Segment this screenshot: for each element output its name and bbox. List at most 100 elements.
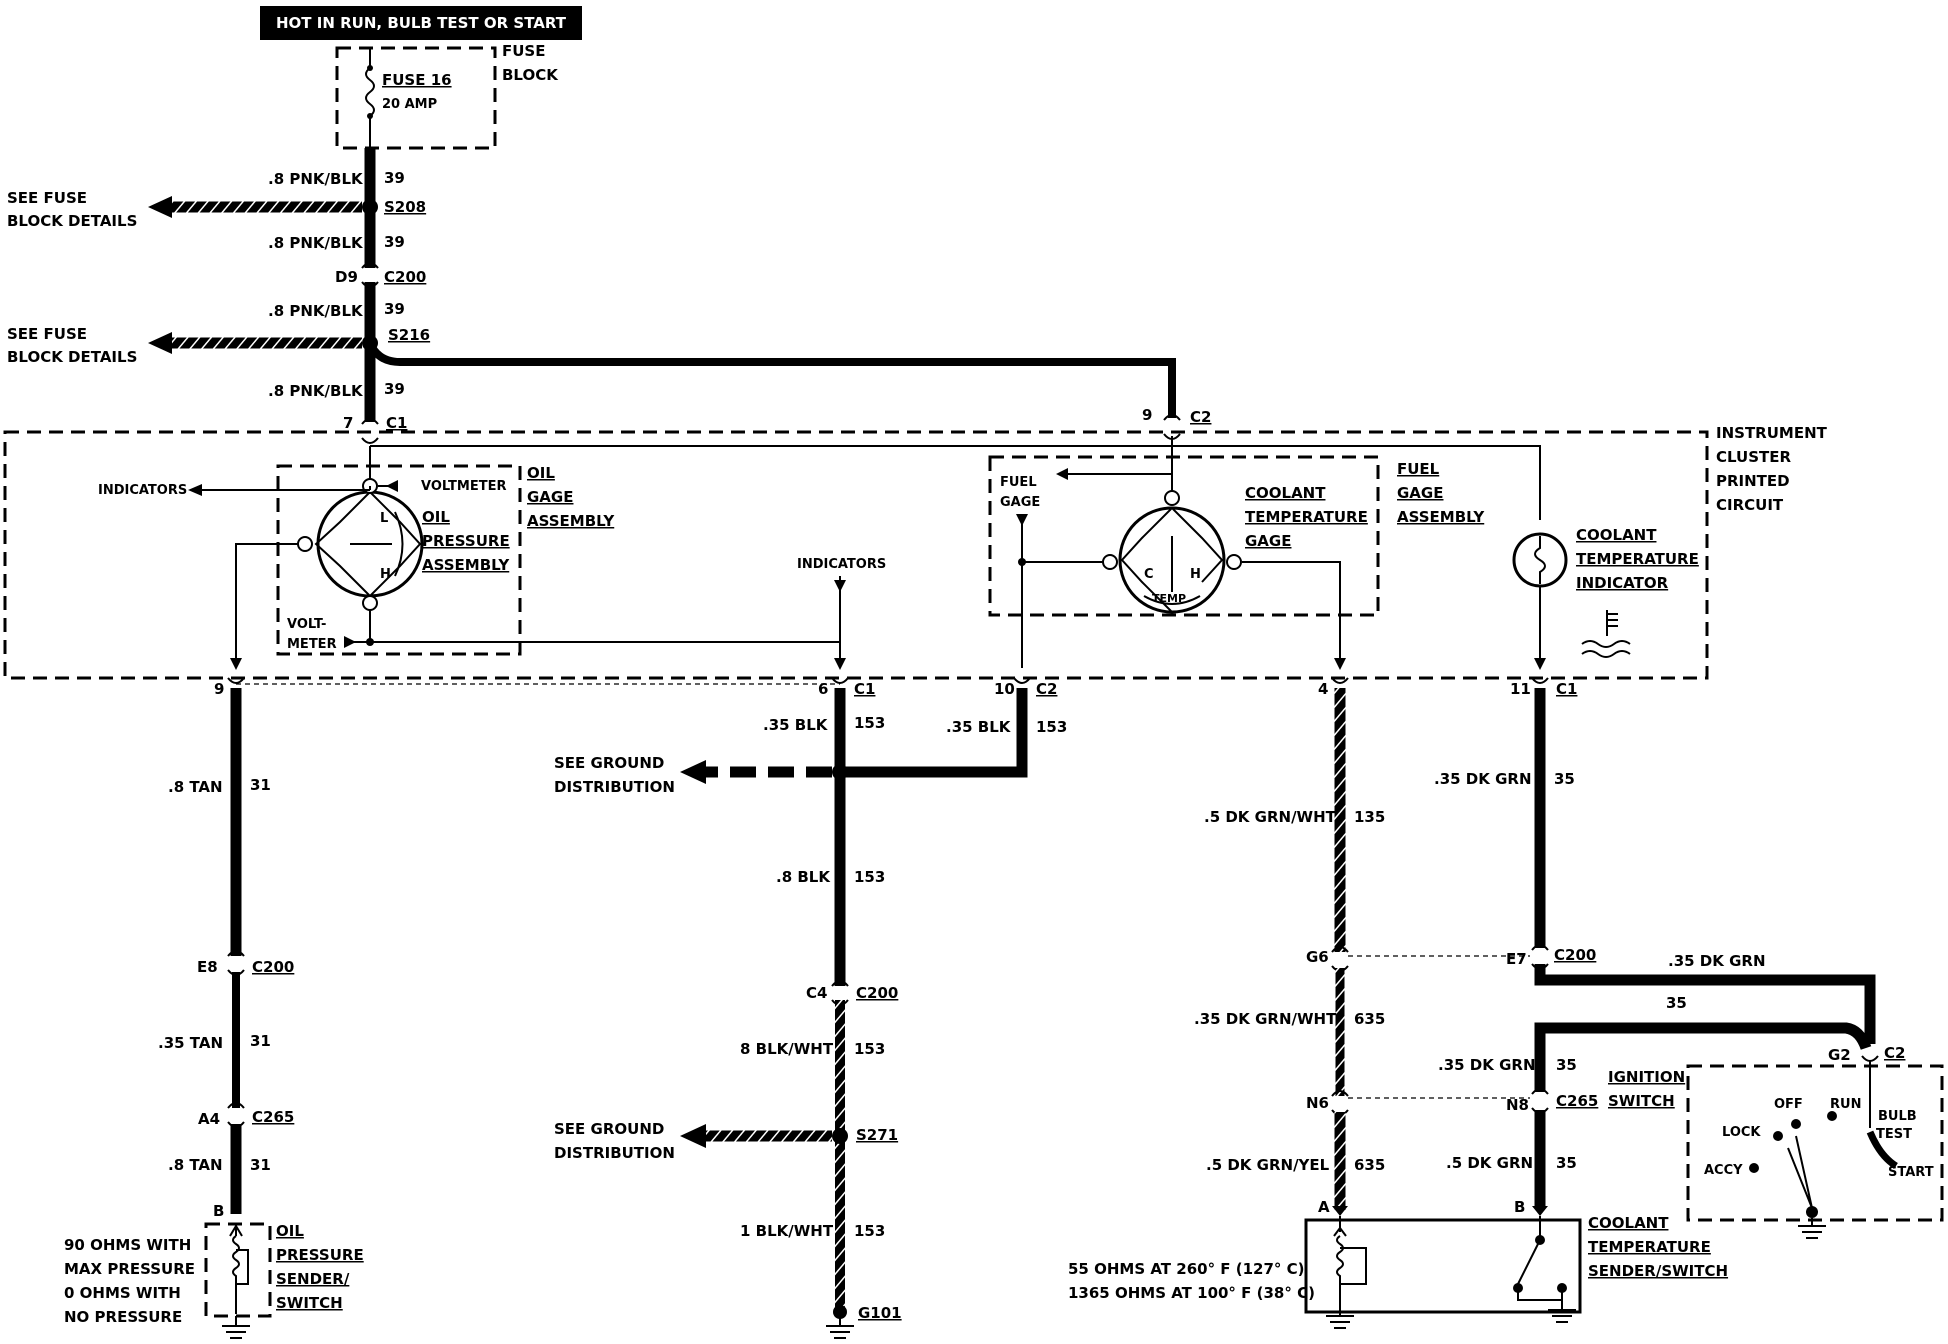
splice-s271	[832, 1128, 848, 1144]
wire-label: .35 TAN	[158, 1034, 223, 1052]
fuse-name: FUSE 16	[382, 71, 452, 89]
switch-pos-run	[1827, 1111, 1837, 1121]
circuit-label: 153	[854, 714, 885, 732]
wire-label: .5 DK GRN/YEL	[1206, 1156, 1330, 1174]
indicators-wire	[200, 486, 371, 491]
fuel-gage-box-label: GAGE	[1397, 484, 1443, 502]
arrowhead	[680, 760, 706, 784]
indicators-mid-label: INDICATORS	[797, 557, 886, 572]
oil-sender-line	[235, 543, 298, 668]
power-label-box	[260, 6, 582, 40]
connector-c200	[361, 262, 379, 288]
connector-c1	[361, 418, 379, 444]
gage-terminal	[362, 595, 378, 611]
ground-icon	[1798, 1218, 1826, 1239]
see-fuse-label: BLOCK DETAILS	[7, 212, 137, 230]
circuit-label: 635	[1354, 1156, 1385, 1174]
splice-s216-label: S216	[388, 326, 430, 344]
circuit-label: 153	[1036, 718, 1067, 736]
see-fuse-label: BLOCK DETAILS	[7, 348, 137, 366]
coolant-gage-line	[1242, 561, 1341, 668]
ground-icon	[222, 1316, 250, 1339]
connector-c1-pin6	[831, 677, 849, 684]
fuse-rating: 20 AMP	[382, 97, 437, 112]
fuse-terminal	[367, 113, 373, 119]
see-fuse-label: SEE FUSE	[7, 325, 87, 343]
arrowhead	[680, 1124, 706, 1148]
see-ground-label: SEE GROUND	[554, 1120, 664, 1138]
fuse-block-box	[335, 46, 497, 150]
coolant-sender-label: SENDER/SWITCH	[1588, 1262, 1728, 1280]
ground-splice	[832, 764, 848, 780]
arrowhead	[1334, 658, 1346, 670]
pin-label: N8	[1506, 1096, 1529, 1114]
oil-sender-label: SWITCH	[276, 1294, 343, 1312]
volt-meter-wire	[344, 610, 371, 643]
indicator-wire	[1534, 1022, 1872, 1092]
oil-gage-box	[276, 464, 522, 656]
connector-label: C2	[1190, 408, 1211, 426]
see-ground-label: SEE GROUND	[554, 754, 664, 772]
ohms-note: 1365 OHMS AT 100° F (38° C)	[1068, 1284, 1315, 1302]
circuit-label: 35	[1556, 1154, 1577, 1172]
connector-label: C1	[854, 680, 875, 698]
gage-temp: TEMP	[1152, 592, 1186, 605]
connector-label: C265	[252, 1108, 294, 1126]
circuit-label: 35	[1554, 770, 1575, 788]
fuse-block-label: BLOCK	[502, 66, 559, 84]
gage-coil	[314, 491, 422, 597]
volt-meter-label: VOLT-	[287, 617, 326, 632]
pin-label: C4	[806, 984, 827, 1002]
arrowhead	[188, 484, 202, 496]
see-ground-label: DISTRIBUTION	[554, 1144, 675, 1162]
connector-pin4	[1331, 677, 1349, 684]
gage-terminal	[1164, 490, 1180, 506]
connector-label: C200	[1554, 946, 1596, 964]
splice-s208	[362, 199, 378, 215]
gage-high: H	[380, 567, 391, 582]
ground-icon	[826, 1318, 854, 1339]
oil-note: 90 OHMS WITH	[64, 1236, 191, 1254]
fuse-terminal	[367, 65, 373, 71]
fuse-symbol	[365, 48, 375, 148]
arrowhead	[148, 196, 172, 218]
oil-note: 0 OHMS WITH	[64, 1284, 181, 1302]
oil-sender-symbol	[229, 1224, 249, 1314]
ignition-start-contact	[1866, 1130, 1898, 1169]
connector-c265	[1531, 1088, 1549, 1114]
circuit-label: 35	[1666, 994, 1687, 1012]
wire-label: .8 TAN	[168, 778, 223, 796]
fuel-gage-box-label: FUEL	[1397, 460, 1440, 478]
connector-c2	[1163, 414, 1181, 440]
switch-pos-off	[1791, 1119, 1801, 1129]
connector-label: C1	[386, 414, 407, 432]
circuit-label: 31	[250, 1156, 271, 1174]
see-fuse-label: SEE FUSE	[7, 189, 87, 207]
wire-label: .35 DK GRN	[1438, 1056, 1536, 1074]
coolant-sender-label: TEMPERATURE	[1588, 1238, 1711, 1256]
feed-wire-label: .8 PNK/BLK	[268, 170, 364, 188]
oil-note: NO PRESSURE	[64, 1308, 182, 1326]
ground-wire	[840, 688, 1028, 778]
arrowhead	[834, 658, 846, 670]
pin-label: 11	[1510, 680, 1531, 698]
circuit-label: 35	[1556, 1056, 1577, 1074]
circuit-label: 153	[854, 1040, 885, 1058]
coolant-sender-label: COOLANT	[1588, 1214, 1669, 1232]
s216-to-c2-wire	[366, 341, 1176, 418]
wire-label: 1 BLK/WHT	[740, 1222, 834, 1240]
oil-pressure-label: OIL	[422, 508, 450, 526]
gage-terminal	[297, 536, 313, 552]
gage-h: H	[1190, 567, 1201, 582]
wire-label: .35 BLK	[763, 716, 829, 734]
ignition-off: OFF	[1774, 1097, 1803, 1112]
fuel-gage-feed	[1068, 436, 1173, 498]
feed-circuit: 39	[384, 233, 405, 251]
connector-pin: D9	[335, 268, 358, 286]
fuel-gage-box-label: ASSEMBLY	[1397, 508, 1485, 526]
fuel-gage-label: FUEL	[1000, 475, 1037, 490]
splice-label: S271	[856, 1126, 898, 1144]
pin-label: A4	[198, 1110, 220, 1128]
cluster-label: PRINTED	[1716, 472, 1790, 490]
